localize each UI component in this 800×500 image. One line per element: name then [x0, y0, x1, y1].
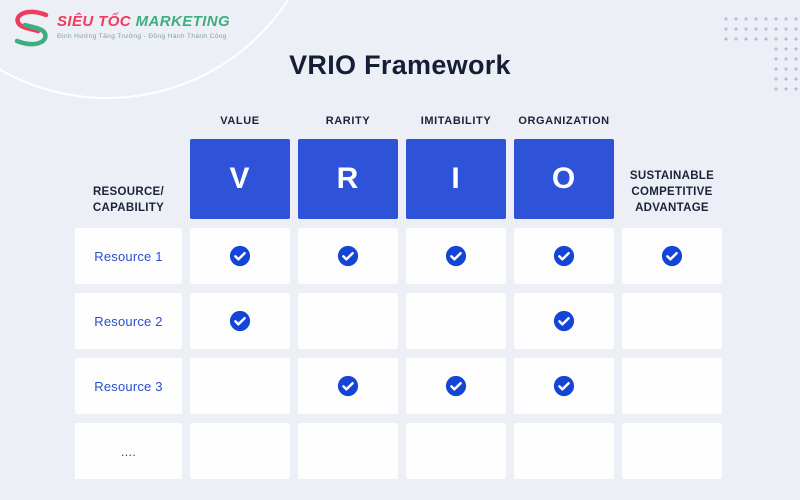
- column-header-imitability: IMITABILITY: [420, 115, 492, 127]
- letter-box-r: R: [298, 139, 398, 219]
- row-label: Resource 3: [75, 358, 182, 414]
- cell-rarity-checked: [298, 228, 398, 284]
- outcome-header: SUSTAINABLE COMPETITIVE ADVANTAGE: [629, 169, 715, 214]
- column-header-value: VALUE: [220, 115, 260, 127]
- column-header-organization: ORGANIZATION: [518, 115, 610, 127]
- cell-value-empty: [190, 423, 290, 479]
- cell-organization-checked: [514, 358, 614, 414]
- header-spacer-right: [622, 112, 722, 130]
- cell-advantage-empty: [622, 293, 722, 349]
- brand-name-secondary: MARKETING: [135, 13, 231, 30]
- dot-grid-decoration-top: [718, 11, 798, 41]
- cell-imitability-checked: [406, 358, 506, 414]
- check-circle-icon: [445, 245, 467, 267]
- letter-box-v: V: [190, 139, 290, 219]
- cell-advantage-empty: [622, 423, 722, 479]
- row-label: Resource 2: [75, 293, 182, 349]
- cell-advantage-checked: [622, 228, 722, 284]
- cell-value-empty: [190, 358, 290, 414]
- cell-rarity-empty: [298, 293, 398, 349]
- check-circle-icon: [229, 310, 251, 332]
- check-circle-icon: [445, 375, 467, 397]
- check-circle-icon: [337, 375, 359, 397]
- cell-value-checked: [190, 293, 290, 349]
- letter-box-o: O: [514, 139, 614, 219]
- brand-name-primary: SIÊU TỐC: [57, 13, 132, 30]
- check-circle-icon: [337, 245, 359, 267]
- cell-organization-checked: [514, 228, 614, 284]
- row-label: ....: [75, 423, 182, 479]
- cell-organization-empty: [514, 423, 614, 479]
- brand-name: SIÊU TỐC MARKETING: [57, 13, 231, 31]
- cell-rarity-checked: [298, 358, 398, 414]
- letter-box-i: I: [406, 139, 506, 219]
- vrio-table: VALUE RARITY IMITABILITY ORGANIZATION RE…: [75, 112, 722, 479]
- check-circle-icon: [553, 245, 575, 267]
- cell-value-checked: [190, 228, 290, 284]
- check-circle-icon: [553, 375, 575, 397]
- cell-advantage-empty: [622, 358, 722, 414]
- check-circle-icon: [229, 245, 251, 267]
- cell-imitability-empty: [406, 293, 506, 349]
- column-header-rarity: RARITY: [325, 115, 371, 127]
- dot-grid-decoration-side: [768, 41, 798, 91]
- check-circle-icon: [661, 245, 683, 267]
- s-logo-icon: [14, 9, 49, 47]
- cell-organization-checked: [514, 293, 614, 349]
- brand-text: SIÊU TỐC MARKETING Định Hướng Tăng Trưởn…: [57, 8, 231, 40]
- check-circle-icon: [553, 310, 575, 332]
- header-spacer-left: [75, 112, 182, 130]
- cell-rarity-empty: [298, 423, 398, 479]
- brand-tagline: Định Hướng Tăng Trưởng - Đồng Hành Thành…: [57, 32, 227, 40]
- cell-imitability-checked: [406, 228, 506, 284]
- cell-imitability-empty: [406, 423, 506, 479]
- brand-logo: SIÊU TỐC MARKETING Định Hướng Tăng Trưởn…: [10, 8, 230, 48]
- row-axis-header: RESOURCE/ CAPABILITY: [92, 185, 165, 214]
- page-title: VRIO Framework: [289, 50, 511, 80]
- row-label: Resource 1: [75, 228, 182, 284]
